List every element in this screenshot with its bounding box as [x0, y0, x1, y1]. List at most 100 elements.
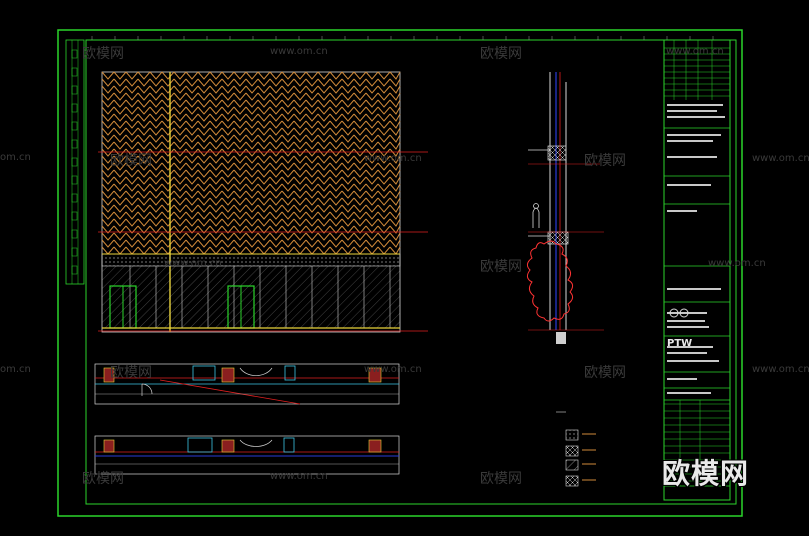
herringbone-chevron [389, 92, 401, 101]
herringbone-chevron [293, 211, 307, 220]
herringbone-chevron [377, 162, 391, 171]
herringbone-chevron [329, 162, 343, 171]
herringbone-chevron [281, 162, 295, 171]
herringbone-chevron [101, 197, 115, 206]
herringbone-chevron [377, 232, 391, 241]
herringbone-chevron [233, 85, 247, 94]
herringbone-chevron [281, 134, 295, 143]
herringbone-chevron [233, 183, 247, 192]
herringbone-chevron [257, 169, 271, 178]
revision-mark [71, 247, 78, 257]
herringbone-chevron [173, 246, 187, 255]
herringbone-chevron [149, 106, 163, 115]
herringbone-chevron [317, 197, 331, 206]
herringbone-chevron [173, 120, 187, 129]
note-line [667, 378, 697, 380]
herringbone-chevron [173, 183, 187, 192]
herringbone-chevron [221, 120, 235, 129]
herringbone-chevron [305, 127, 319, 136]
herringbone-chevron [293, 148, 307, 157]
herringbone-chevron [341, 211, 355, 220]
herringbone-chevron [113, 134, 127, 143]
herringbone-chevron [293, 162, 307, 171]
herringbone-chevron [329, 218, 343, 227]
herringbone-chevron [257, 176, 271, 185]
herringbone-chevron [353, 190, 367, 199]
herringbone-chevron [221, 239, 235, 248]
herringbone-chevron [389, 155, 401, 164]
herringbone-chevron [101, 106, 115, 115]
herringbone-chevron [377, 92, 391, 101]
herringbone-chevron [257, 106, 271, 115]
herringbone-chevron [269, 134, 283, 143]
herringbone-chevron [281, 176, 295, 185]
herringbone-chevron [329, 113, 343, 122]
herringbone-chevron [281, 127, 295, 136]
herringbone-chevron [305, 106, 319, 115]
herringbone-chevron [161, 99, 175, 108]
herringbone-chevron [377, 239, 391, 248]
wall-section [526, 72, 604, 344]
herringbone-chevron [341, 169, 355, 178]
herringbone-chevron [149, 183, 163, 192]
herringbone-chevron [233, 127, 247, 136]
herringbone-chevron [305, 204, 319, 213]
herringbone-chevron [233, 155, 247, 164]
herringbone-chevron [161, 162, 175, 171]
herringbone-chevron [125, 204, 139, 213]
herringbone-chevron [173, 218, 187, 227]
herringbone-chevron [389, 246, 401, 255]
herringbone-chevron [281, 120, 295, 129]
herringbone-chevron [113, 113, 127, 122]
herringbone-chevron [173, 176, 187, 185]
herringbone-chevron [245, 155, 259, 164]
herringbone-chevron [101, 204, 115, 213]
herringbone-chevron [353, 239, 367, 248]
herringbone-chevron [281, 78, 295, 87]
herringbone-chevron [209, 232, 223, 241]
herringbone-chevron [101, 134, 115, 143]
herringbone-chevron [125, 85, 139, 94]
herringbone-chevron [305, 246, 319, 255]
herringbone-chevron [173, 78, 187, 87]
herringbone-chevron [281, 92, 295, 101]
herringbone-chevron [269, 148, 283, 157]
herringbone-chevron [101, 239, 115, 248]
herringbone-chevron [353, 183, 367, 192]
herringbone-chevron [281, 155, 295, 164]
herringbone-chevron [149, 120, 163, 129]
herringbone-chevron [149, 197, 163, 206]
herringbone-chevron [137, 246, 151, 255]
herringbone-chevron [161, 239, 175, 248]
herringbone-chevron [197, 218, 211, 227]
herringbone-chevron [125, 99, 139, 108]
herringbone-chevron [329, 225, 343, 234]
herringbone-chevron [137, 218, 151, 227]
storefront-hatch [102, 266, 400, 328]
herringbone-chevron [257, 99, 271, 108]
herringbone-chevron [353, 78, 367, 87]
herringbone-chevron [281, 239, 295, 248]
herringbone-chevron [329, 141, 343, 150]
herringbone-chevron [353, 162, 367, 171]
herringbone-chevron [137, 232, 151, 241]
herringbone-chevron [257, 211, 271, 220]
herringbone-chevron [137, 106, 151, 115]
herringbone-chevron [305, 225, 319, 234]
herringbone-chevron [113, 78, 127, 87]
herringbone-chevron [197, 211, 211, 220]
herringbone-chevron [149, 246, 163, 255]
note-line [667, 104, 723, 106]
herringbone-chevron [173, 162, 187, 171]
herringbone-chevron [389, 176, 401, 185]
herringbone-chevron [221, 71, 235, 80]
herringbone-chevron [293, 218, 307, 227]
herringbone-chevron [197, 113, 211, 122]
herringbone-chevron [353, 204, 367, 213]
herringbone-chevron [149, 232, 163, 241]
herringbone-chevron [125, 155, 139, 164]
herringbone-chevron [305, 120, 319, 129]
herringbone-chevron [101, 232, 115, 241]
herringbone-chevron [149, 85, 163, 94]
herringbone-chevron [305, 197, 319, 206]
